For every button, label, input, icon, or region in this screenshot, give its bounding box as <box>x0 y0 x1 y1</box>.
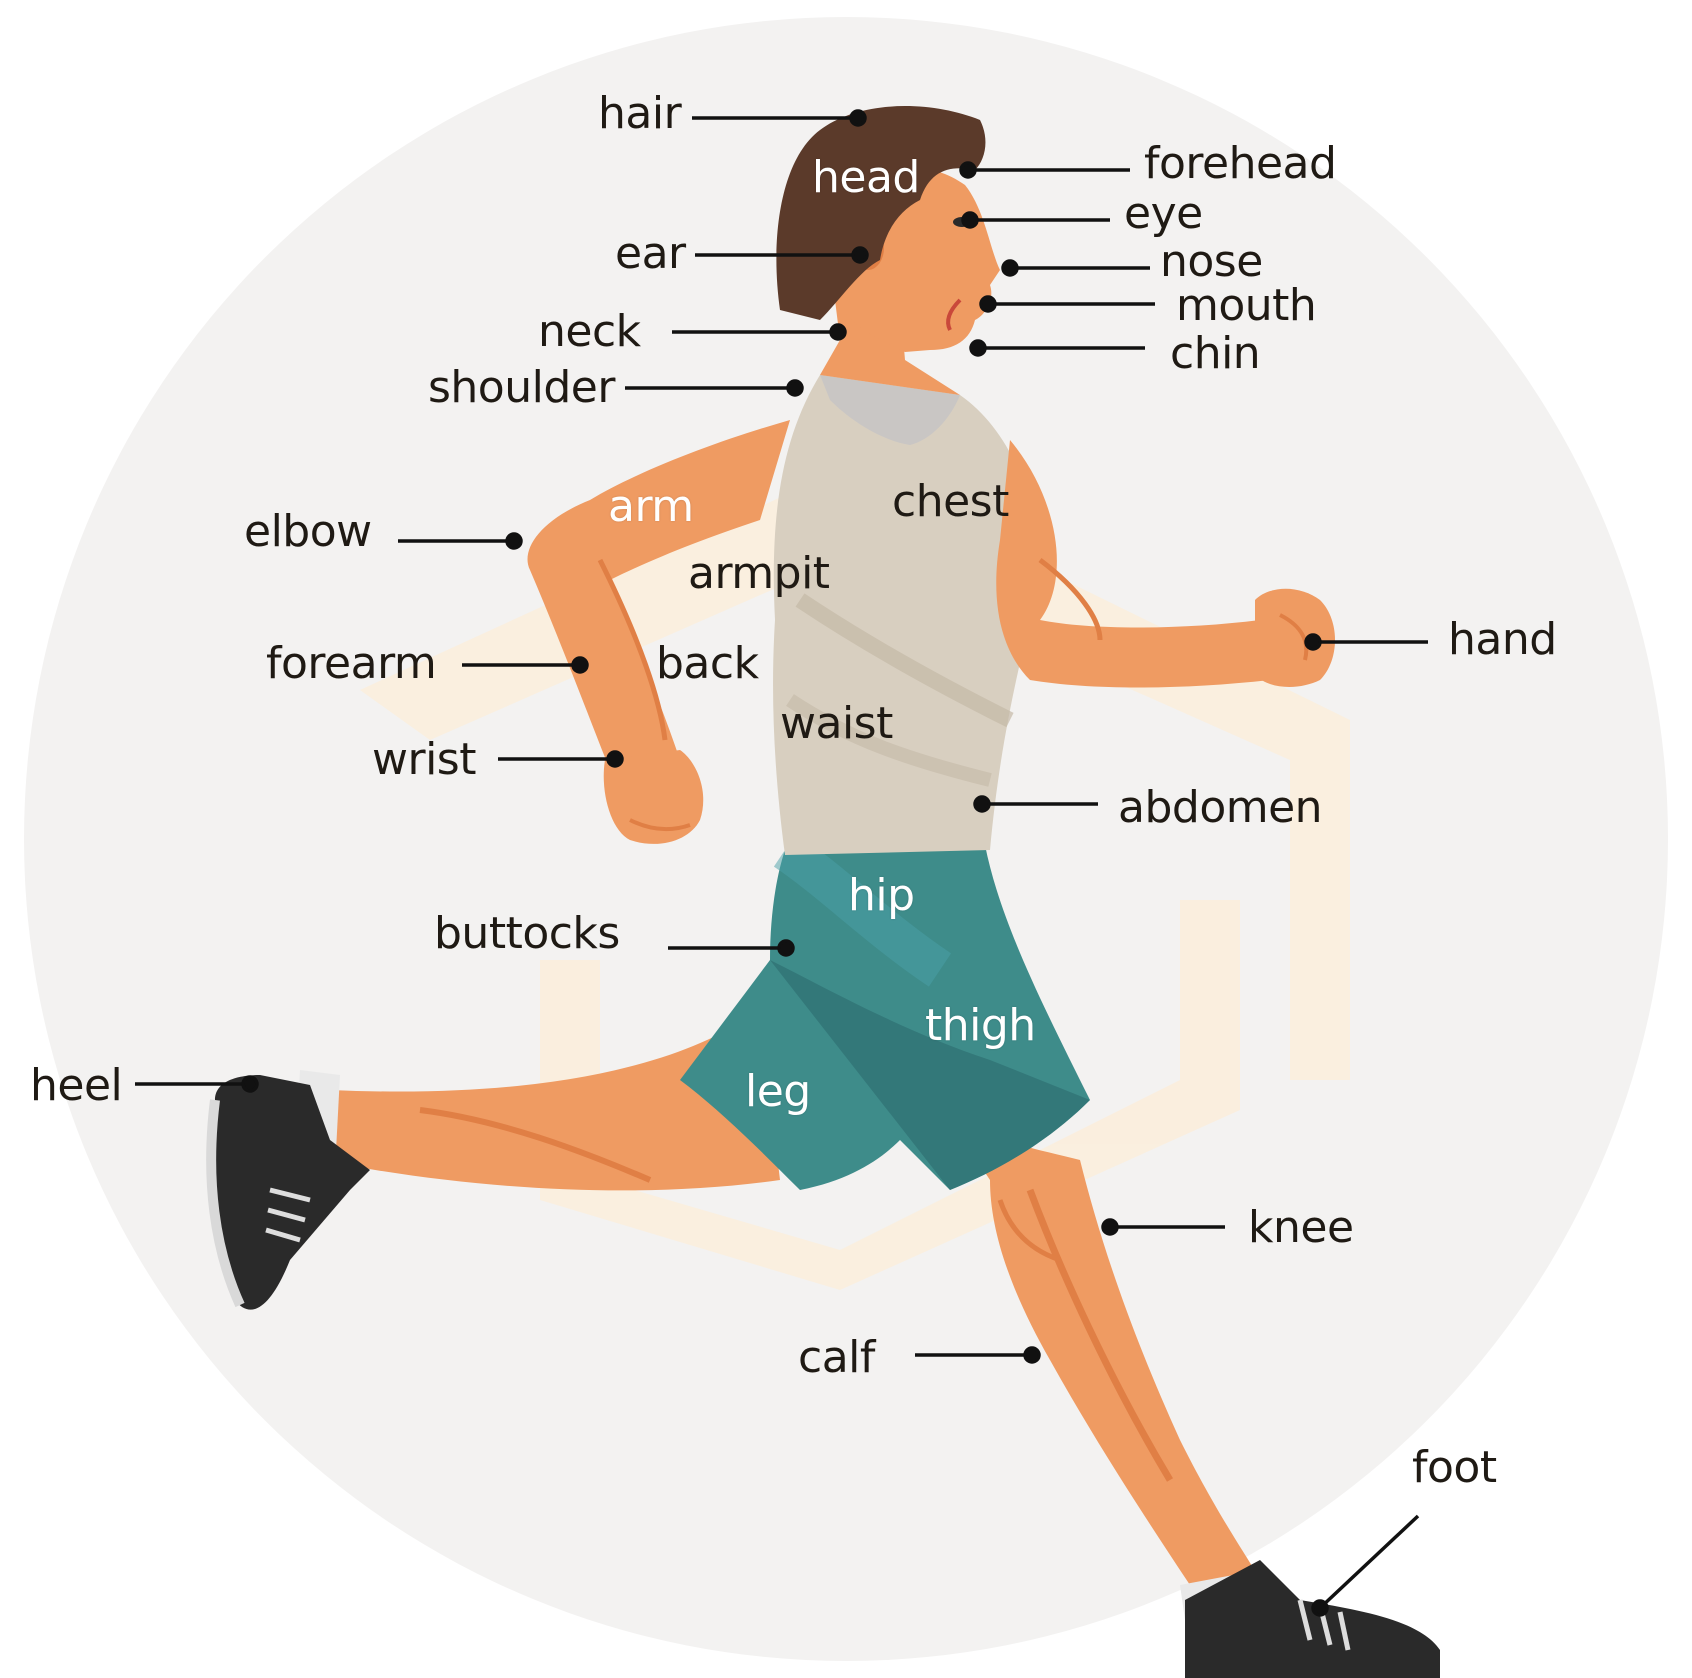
label-arm: arm <box>608 485 694 529</box>
label-knee: knee <box>1248 1206 1354 1250</box>
label-eye: eye <box>1124 192 1203 236</box>
label-chest: chest <box>892 480 1009 524</box>
label-head: head <box>812 156 920 200</box>
label-shoulder: shoulder <box>428 366 615 410</box>
front-fist <box>1255 589 1335 687</box>
label-forehead: forehead <box>1144 142 1336 186</box>
label-nose: nose <box>1160 240 1263 284</box>
label-armpit: armpit <box>688 552 830 596</box>
label-hip: hip <box>848 874 915 918</box>
label-ear: ear <box>615 232 686 276</box>
label-mouth: mouth <box>1176 284 1316 328</box>
label-heel: heel <box>30 1064 122 1108</box>
label-hair: hair <box>598 92 681 136</box>
label-chin: chin <box>1170 332 1260 376</box>
label-foot: foot <box>1412 1446 1497 1490</box>
label-forearm: forearm <box>266 642 436 686</box>
label-elbow: elbow <box>244 510 372 554</box>
label-wrist: wrist <box>372 738 476 782</box>
label-buttocks: buttocks <box>434 912 620 956</box>
label-calf: calf <box>798 1336 875 1380</box>
label-hand: hand <box>1448 618 1557 662</box>
label-waist: waist <box>780 702 893 746</box>
label-leg: leg <box>745 1070 811 1114</box>
label-abdomen: abdomen <box>1118 786 1322 830</box>
label-back: back <box>656 642 759 686</box>
label-thigh: thigh <box>925 1004 1036 1048</box>
label-neck: neck <box>538 310 641 354</box>
